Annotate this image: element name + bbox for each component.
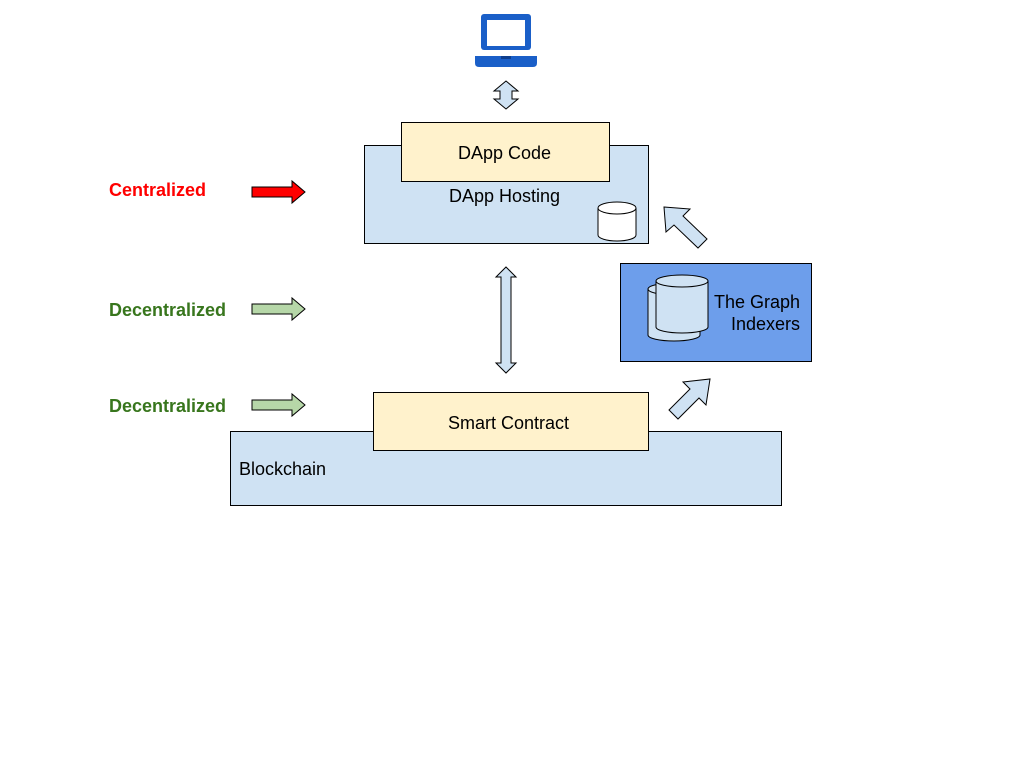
- client-to-dapp-arrow: [492, 80, 520, 110]
- decentralized-arrow-top: [251, 296, 306, 322]
- decentralized-label-top: Decentralized: [109, 300, 227, 320]
- dapp-code-label: DApp Code: [458, 143, 552, 163]
- centralized-label: Centralized: [109, 180, 207, 200]
- centralized-arrow: [251, 179, 306, 205]
- decentralized-label-bottom: Decentralized: [109, 396, 227, 416]
- graph-indexers-label-line1: The Graph: [714, 292, 801, 312]
- database-stack-icon: [647, 274, 709, 342]
- graph-to-hosting-arrow: [663, 206, 708, 249]
- smart-contract-label: Smart Contract: [448, 413, 570, 433]
- dapp-code-box: [401, 122, 610, 182]
- contract-to-graph-arrow: [668, 378, 711, 420]
- graph-indexers-label-line2: Indexers: [731, 314, 801, 334]
- decentralized-arrow-bottom: [251, 392, 306, 418]
- graph-indexers-box: [620, 263, 812, 362]
- hosting-to-contract-arrow: [494, 266, 518, 374]
- dapp-hosting-label: DApp Hosting: [449, 186, 561, 206]
- blockchain-label: Blockchain: [239, 459, 327, 479]
- laptop-icon: [475, 14, 537, 67]
- database-icon: [597, 201, 637, 242]
- smart-contract-box: [373, 392, 649, 451]
